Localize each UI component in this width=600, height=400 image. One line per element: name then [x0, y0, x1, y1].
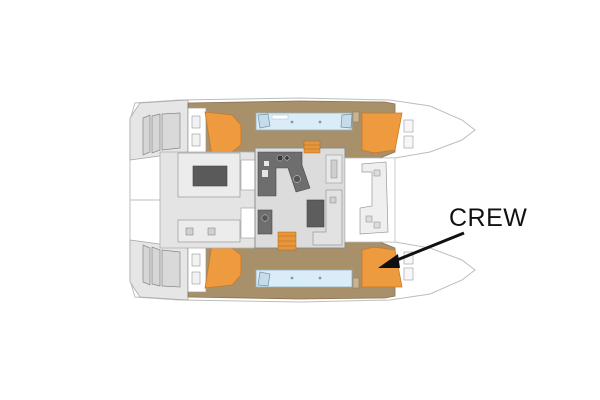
forward-port-cabin — [361, 112, 403, 154]
salon-settee — [312, 189, 343, 246]
crew-label: CREW — [449, 204, 528, 232]
port-head — [255, 112, 353, 131]
starboard-stairs — [277, 231, 297, 251]
salon-table — [306, 199, 325, 228]
galley — [257, 151, 311, 197]
starboard-head — [255, 269, 353, 288]
cockpit-table — [192, 165, 228, 187]
bridge-deck — [159, 140, 396, 251]
port-stairs — [303, 140, 321, 154]
crew-arrow — [378, 231, 465, 268]
